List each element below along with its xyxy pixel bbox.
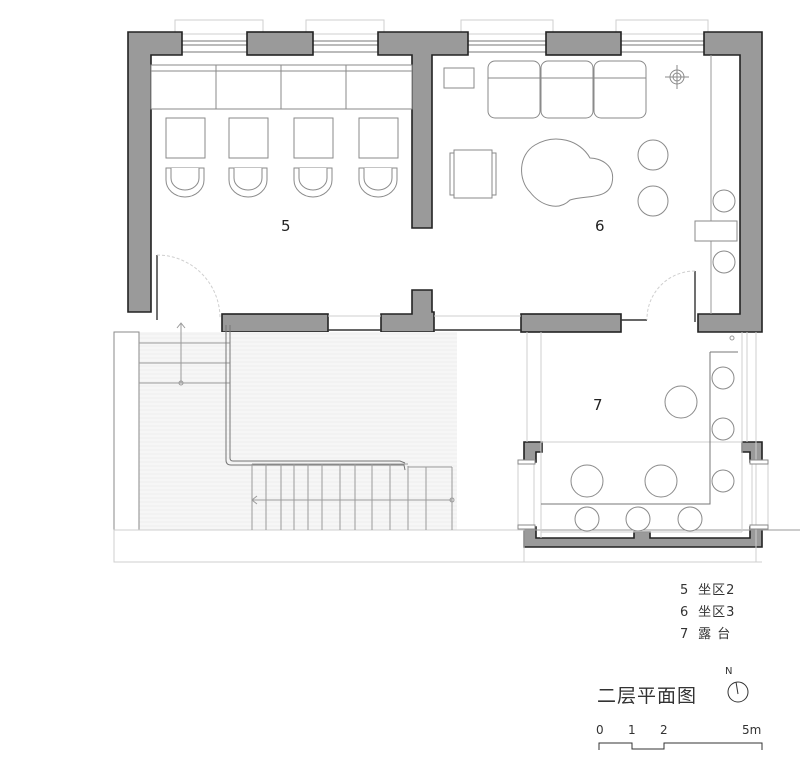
- scale-tick-5m: 5m: [742, 723, 762, 737]
- scale-tick-2: 2: [660, 723, 668, 737]
- window-sills-top: [174, 19, 709, 35]
- north-label: N: [725, 666, 733, 677]
- staircase: [113, 322, 800, 563]
- scale-tick-1: 1: [628, 723, 636, 737]
- scale-tick-0: 0: [596, 723, 604, 737]
- room-label-5: 5: [281, 217, 291, 235]
- drawing-title: 二层平面图: [597, 685, 698, 707]
- scale-bar: [598, 742, 763, 750]
- walls: [127, 31, 763, 548]
- legend: 5 坐区2 6 坐区3 7 露 台: [680, 580, 735, 646]
- chair-icon: [293, 167, 333, 198]
- legend-item: 5 坐区2: [680, 583, 736, 598]
- room-label-6: 6: [595, 217, 605, 235]
- windows-top: [182, 40, 704, 53]
- terrace-7: [517, 332, 769, 562]
- room-label-7: 7: [593, 396, 603, 414]
- chair-icon: [165, 167, 205, 198]
- chair-icon: [358, 167, 398, 198]
- room-5-furniture: [150, 64, 413, 320]
- legend-item: 7 露 台: [680, 627, 732, 642]
- partition-lines: [328, 55, 712, 331]
- light-fixture-icon: [665, 65, 689, 89]
- chair-icon: [228, 167, 268, 198]
- legend-item: 6 坐区3: [680, 605, 736, 620]
- room-6-furniture: [443, 60, 738, 322]
- north-arrow-icon: [727, 681, 749, 703]
